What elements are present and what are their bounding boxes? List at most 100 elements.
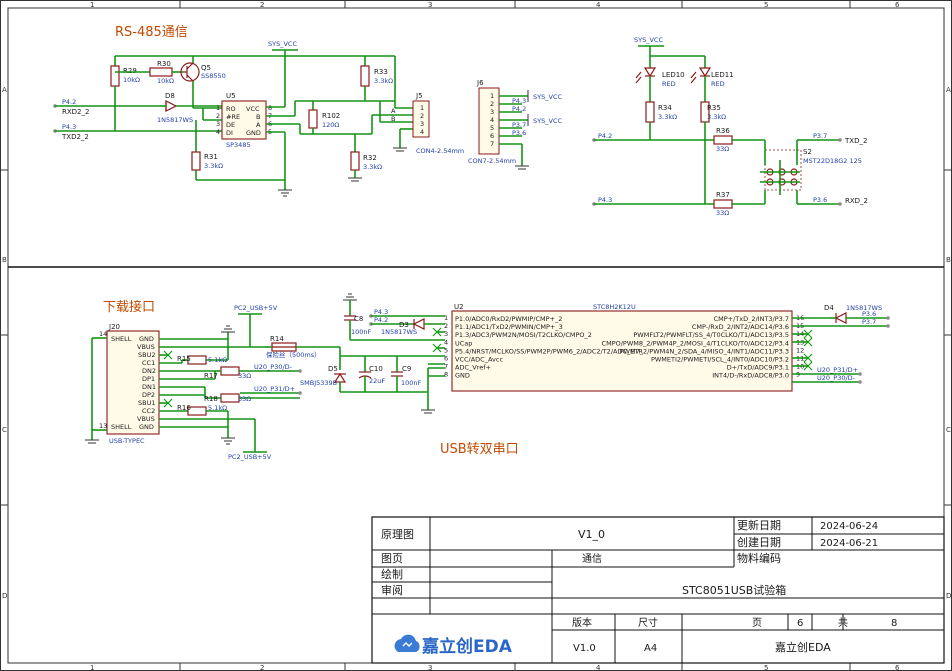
tb-draw-label: 绘制 <box>381 567 403 581</box>
r16-ref: R16 <box>177 404 191 412</box>
u2-right-pin-label: PWM7_2/PWM4N_2/SDA_4/MISO_4/INT1/ADC11/P… <box>620 347 789 355</box>
r34-val: 3.3kΩ <box>658 113 677 121</box>
col-mark-4: 4 <box>596 1 601 9</box>
r17-ref: R17 <box>204 372 218 380</box>
j5-label-b: B <box>391 115 395 123</box>
col-mark-1-bottom: 1 <box>90 664 94 671</box>
row-mark-c-right: C <box>946 426 951 434</box>
j6-net-p37: P3.7 <box>512 121 526 129</box>
u2-left-pin-number: 7 <box>444 363 448 371</box>
col-mark-5-bottom: 5 <box>764 664 768 671</box>
r102-ref: R102 <box>322 112 340 120</box>
net-sys-vcc-top: SYS_VCC <box>268 40 297 48</box>
r33-val: 3.3kΩ <box>374 77 393 85</box>
u2-net-p37: P3.7 <box>862 318 876 326</box>
u2-right-pin-number: 12 <box>796 346 804 354</box>
net-rxd2-2: RXD2_2 <box>62 108 89 116</box>
u5-pin-di: DI <box>226 129 233 137</box>
c9-ref: C9 <box>402 365 411 373</box>
u5-pin-vcc: VCC <box>246 105 260 113</box>
j20-pinnum-13: 13 <box>99 422 107 430</box>
col-mark-5: 5 <box>764 1 768 9</box>
led10-val: RED <box>662 80 676 88</box>
j20-pin-dn1: DN1 <box>142 383 156 391</box>
j5-val: CON4-2.54mm <box>416 147 464 155</box>
u2-left-pin-label: P1.0/ADC0/RxD2/PWMIP/CMP+_2 <box>455 315 562 323</box>
j20-pin-sbu2: SBU2 <box>138 351 155 359</box>
u2-right-pin-label: PWMFLT2/PWMFLT/SS_4/T0CLKO/T1/ADC13/P3.5 <box>633 331 789 339</box>
j6-vcc2: SYS_VCC <box>533 117 562 125</box>
col-mark-1: 1 <box>90 1 94 9</box>
j20-pin-gnd-2: GND <box>139 423 154 431</box>
u2-left-pin-number: 5 <box>444 346 448 354</box>
r36-val: 33Ω <box>716 145 729 153</box>
u2-left-pin-number: 1 <box>444 314 448 322</box>
u2-left-pin-label: P1.1/ADC1/TxD2/PWMIN/CMP+_3 <box>455 323 563 331</box>
pc2-usb-bottom: PC2_USB+5V <box>228 453 272 461</box>
tb-version-value: V1.0 <box>573 643 596 654</box>
tb-total: 8 <box>891 618 897 629</box>
j20-pin-shell-bottom: SHELL <box>111 423 132 431</box>
u2-left-pin-label: VCC/ADC_Avcc <box>455 356 503 364</box>
tb-create-label: 创建日期 <box>737 535 781 549</box>
net-p42-rs485: P4.2 <box>62 98 76 106</box>
u2-left-pin-number: 8 <box>444 371 448 379</box>
j6-pin-7: 7 <box>490 140 494 148</box>
led-net-p37: P3.7 <box>813 132 827 140</box>
r33-ref: R33 <box>374 68 388 76</box>
j5-pin-1: 1 <box>420 104 424 112</box>
r15-ref: R15 <box>177 355 191 363</box>
j6-pin-6: 6 <box>490 132 494 140</box>
net-txd2-2: TXD2_2 <box>61 133 89 141</box>
u5-pinnum-4: 4 <box>216 128 220 136</box>
tb-project: STC8051USB试验箱 <box>682 583 786 597</box>
u2-net-p43: P4.3 <box>374 308 388 316</box>
u5-pin-gnd: GND <box>246 129 261 137</box>
u2-ref: U2 <box>454 303 464 311</box>
led11-ref: LED11 <box>711 71 734 79</box>
led-net-p42: P4.2 <box>598 132 612 140</box>
r30-val: 10kΩ <box>157 77 174 85</box>
u2-net-p36: P3.6 <box>862 310 876 318</box>
r17-val: 33Ω <box>238 372 251 380</box>
u5-pin-a: A <box>256 121 261 129</box>
title-block: 原理图 V1_0 图页 通信 绘制 审阅 更新日期 2024-06-24 创建日… <box>371 516 945 664</box>
j6-ref: J6 <box>476 79 484 87</box>
j6-net-p42: P4.2 <box>512 105 526 113</box>
j20-pinnum-14: 14 <box>99 330 107 338</box>
download-circuit: J20 USB-TYPEC SHELL GND VBUS SBU2 CC1 DN… <box>85 293 445 461</box>
r36-ref: R36 <box>716 127 730 135</box>
u2-mcu: U2 STC8H2K12U P1.0/ADC0/RxD2/PWMIP/CMP+_… <box>444 303 890 392</box>
col-mark-6: 6 <box>895 1 900 9</box>
tb-sheet-value: V1_0 <box>578 528 605 541</box>
tb-material-label: 物料编码 <box>737 551 781 565</box>
tb-sheet-label: 原理图 <box>381 528 414 541</box>
rs485-circuit: SYS_VCC R29 10kΩ R30 10kΩ Q5 SS8550 P4.2… <box>53 40 562 197</box>
row-mark-c: C <box>2 426 7 434</box>
u2-left-pin-label: ADC_Vref+ <box>455 364 491 372</box>
row-mark-d-right: D <box>946 592 951 600</box>
r18-val: 33Ω <box>238 395 251 403</box>
u2-left-pin-label: GND <box>455 372 470 380</box>
tb-version-label: 版本 <box>572 616 592 629</box>
tb-size-label: 尺寸 <box>638 616 658 629</box>
d4-ref: D4 <box>824 304 834 312</box>
j5-pin-3: 3 <box>420 120 424 128</box>
j20-ref: J20 <box>108 323 120 331</box>
d5-ref: D5 <box>328 365 338 373</box>
j20-val: USB-TYPEC <box>109 437 145 445</box>
u5-val: SP3485 <box>226 141 251 149</box>
tb-create-value: 2024-06-21 <box>820 538 878 549</box>
u2-right-pin-label: PWMETI2/PWMETI/SCL_4/INT0/ADC10/P3.2 <box>651 356 789 364</box>
led-net-rxd: RXD_2 <box>845 197 868 205</box>
c10-val: 22uF <box>369 377 385 385</box>
j6-net-p36: P3.6 <box>512 129 526 137</box>
j20-pin-dn2: DN2 <box>142 367 156 375</box>
r14-ref: R14 <box>270 335 284 343</box>
led10-ref: LED10 <box>662 71 685 79</box>
tb-update-label: 更新日期 <box>737 518 781 532</box>
j20-pin-vbus-2: VBUS <box>137 415 155 423</box>
download-net-u20a: U20_P30/D- <box>254 363 293 371</box>
j20-pin-shell-top: SHELL <box>111 335 132 343</box>
j20-pin-dp2: DP2 <box>142 391 155 399</box>
